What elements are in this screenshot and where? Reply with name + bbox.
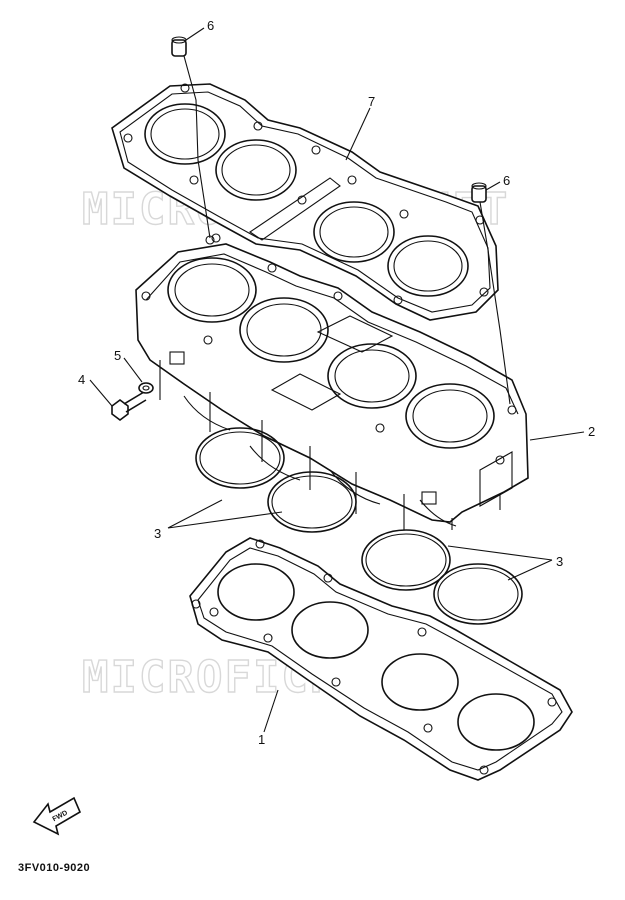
o-ring-1 (195, 427, 285, 489)
cylinder-block (135, 233, 529, 530)
o-rings (195, 427, 523, 625)
callout-6-right: 6 (503, 173, 510, 188)
callout-3-left: 3 (154, 526, 161, 541)
callout-6-top-left: 6 (207, 18, 214, 33)
o-ring-2 (267, 471, 357, 533)
callout-1: 1 (258, 732, 265, 747)
o-ring-3 (361, 529, 451, 591)
dowel-pin-top-left (171, 36, 187, 57)
callout-2: 2 (588, 424, 595, 439)
callout-5: 5 (114, 348, 121, 363)
bolt (111, 391, 147, 421)
leader-lines (89, 27, 585, 733)
o-ring-4 (433, 563, 523, 625)
callout-3-right: 3 (556, 554, 563, 569)
dowel-pin-top-right (471, 182, 487, 203)
callout-7: 7 (368, 94, 375, 109)
washer (138, 382, 154, 394)
cylinder-base-gasket (189, 537, 573, 781)
part-code: 3FV010-9020 (18, 862, 91, 874)
cylinder-head-gasket (111, 83, 499, 321)
forward-arrow-icon: FWD (32, 796, 82, 836)
callout-4: 4 (78, 372, 85, 387)
